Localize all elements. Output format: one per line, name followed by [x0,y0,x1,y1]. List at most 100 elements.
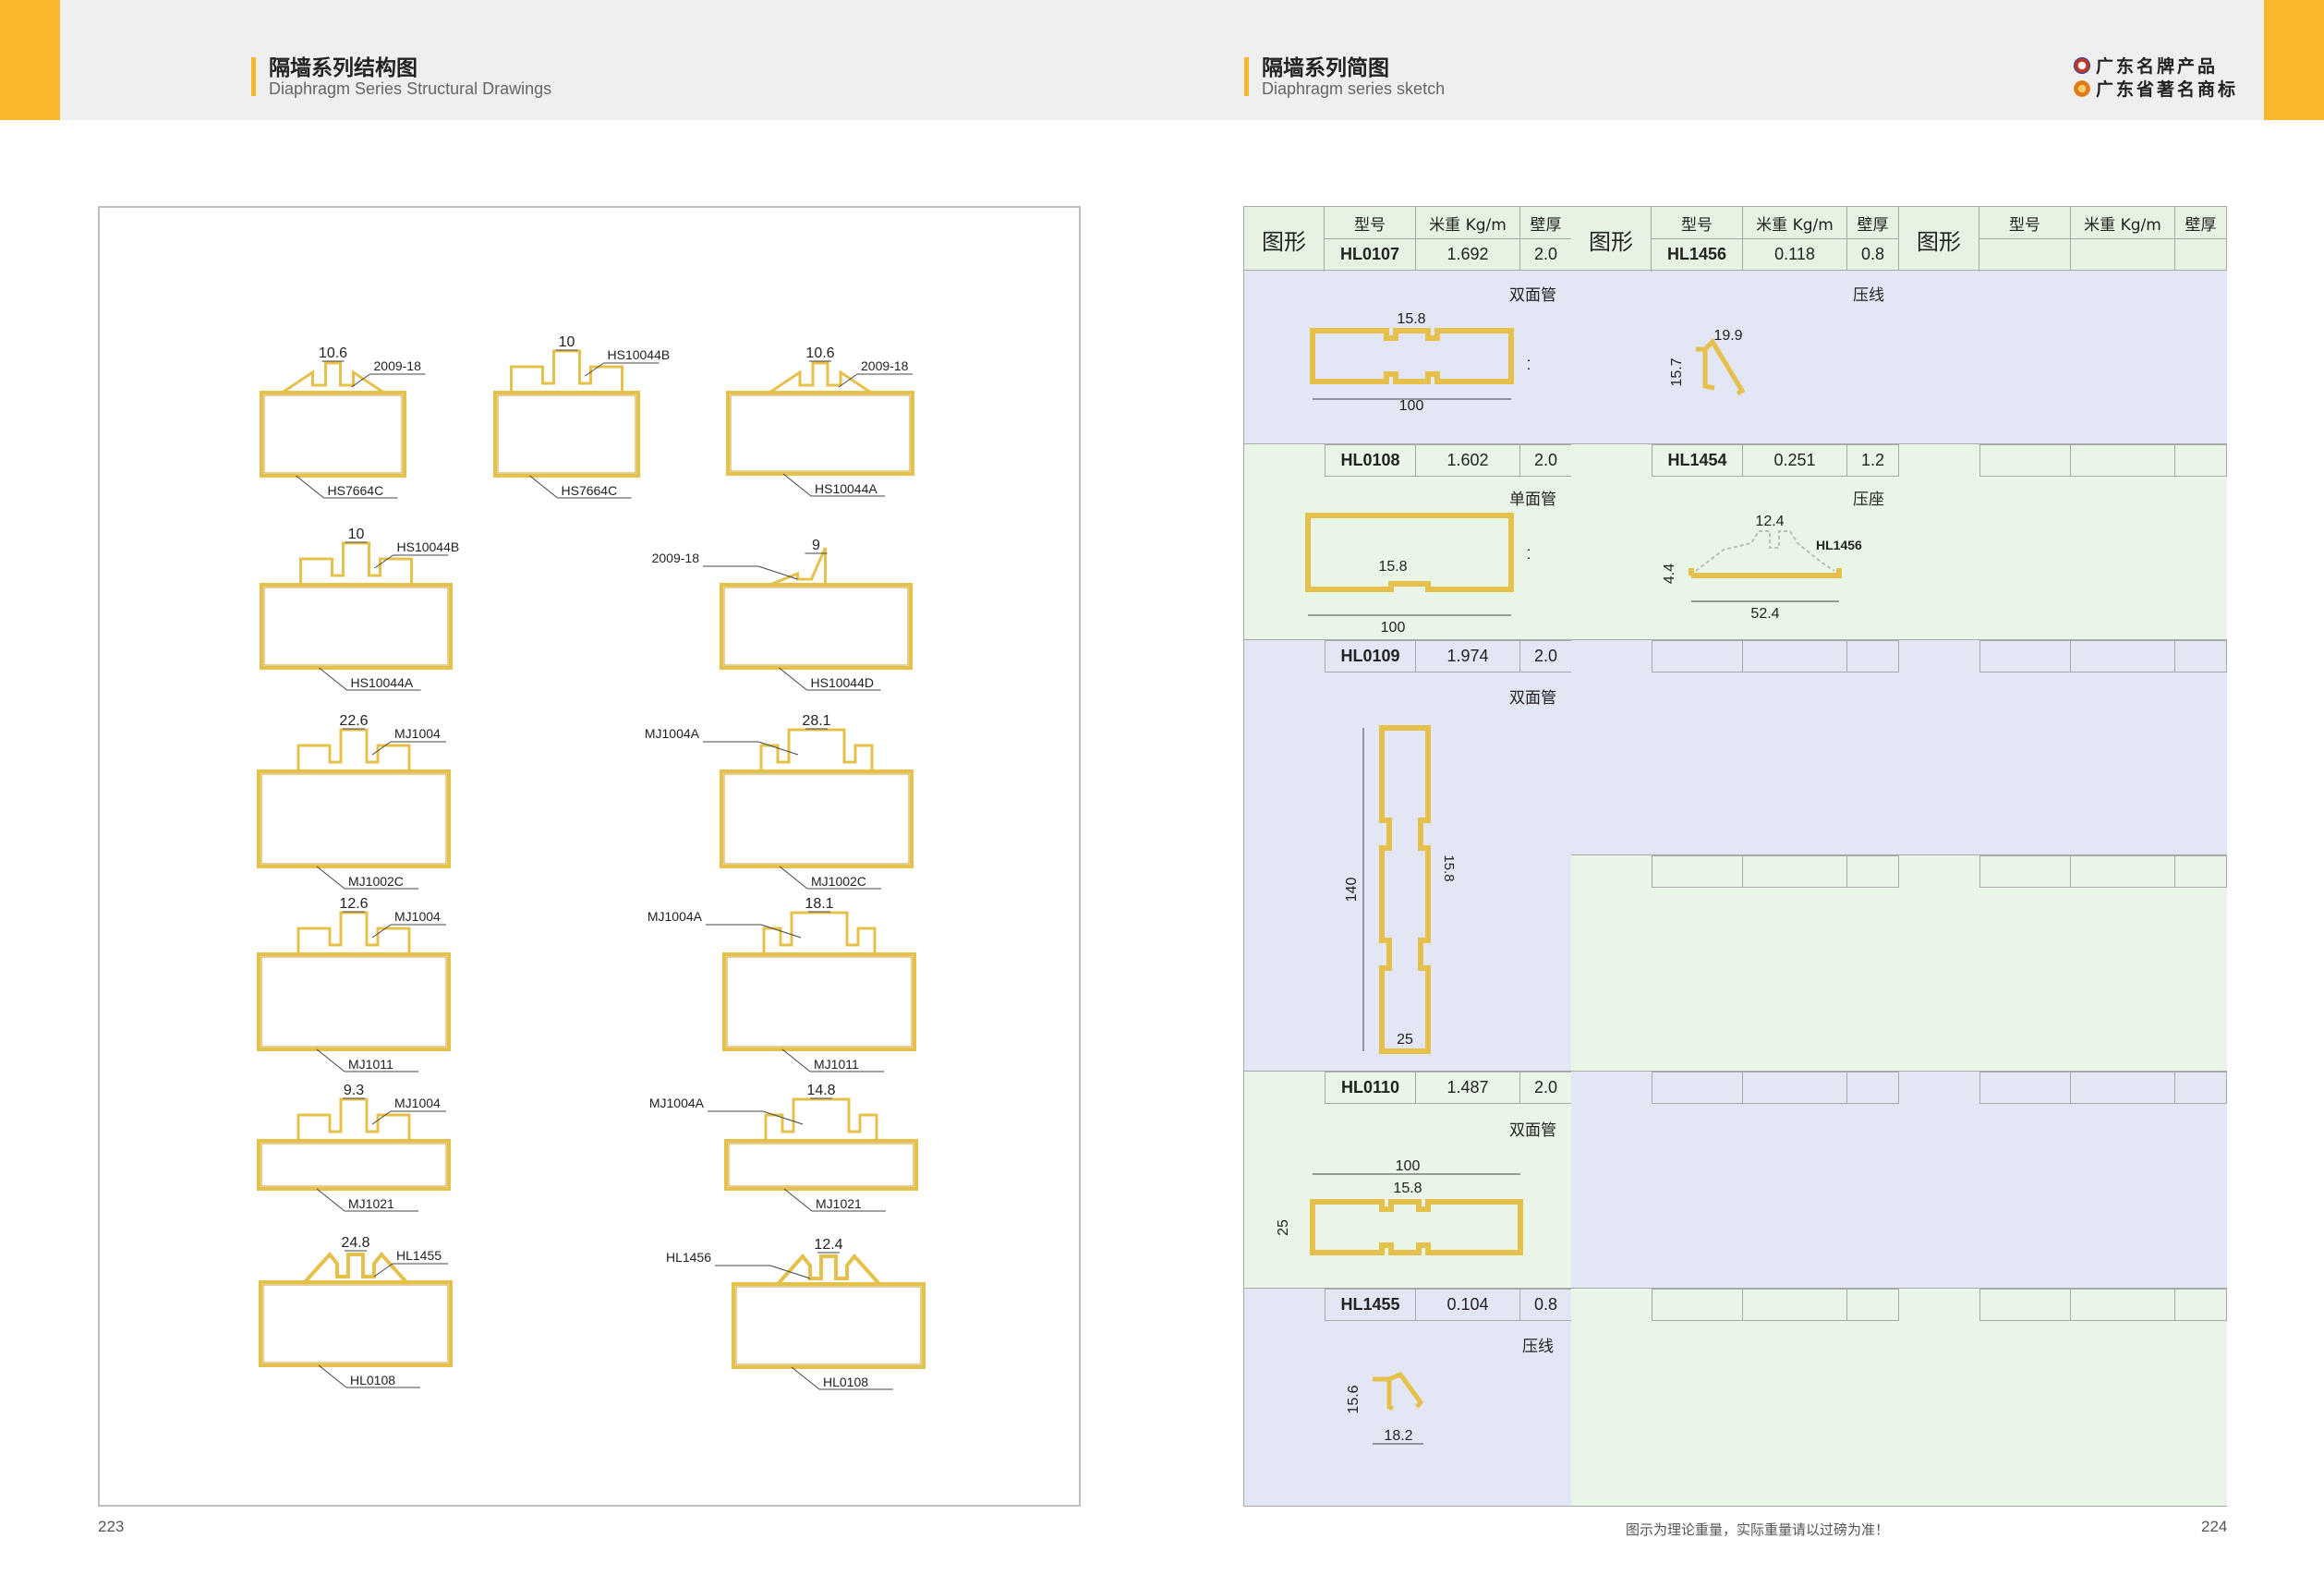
cell-thickness: 0.8 [1847,238,1899,271]
cell-model: HL0107 [1325,238,1416,271]
drawing-dimension: 24.8 [341,1235,369,1251]
header-band [0,0,2324,120]
table-row-band [1244,1289,1572,1507]
table-value-row [1571,855,1899,888]
svg-text:12.4: 12.4 [1755,514,1784,529]
drawing-top-label: MJ1004A [649,1096,705,1110]
hl1455-desc: 压线 [1522,1338,1554,1356]
drawing-top-label: MJ1004 [394,726,441,741]
table-row-band [1571,1072,1899,1289]
drawing-dimension: 9 [812,538,820,553]
drawing-top-label: HL1455 [396,1248,442,1263]
table-row-band [1571,444,1899,640]
cell-thickness [2175,1072,2227,1104]
cell-model [1979,1072,2071,1104]
cell-model [1979,640,2071,672]
right-page-title: 隔墙系列简图 Diaphragm series sketch [1244,56,1446,98]
svg-text:100: 100 [1381,620,1406,636]
cell-model [1652,855,1743,888]
cell-weight [2071,1072,2175,1104]
drawing-bottom-label: HS7664C [328,483,384,498]
cell-model [1652,640,1743,672]
table-value-row [1899,855,2227,888]
brand-seal-icon [2074,56,2090,74]
svg-text:19.9: 19.9 [1713,328,1742,344]
header-weight: 米重 Kg/m [1743,207,1847,239]
drawing-top-label: HS10044B [608,347,671,362]
cell-thickness: 2.0 [1520,1072,1572,1104]
svg-text:100: 100 [1396,1158,1421,1174]
drawing-dimension: 10 [348,527,365,542]
table-row-band [1244,444,1572,640]
drawing-bottom-label: HS10044D [811,675,875,690]
cell-weight: 1.692 [1416,238,1520,271]
drawing-top-label: MJ1004A [648,909,703,924]
left-page-number: 223 [98,1518,125,1535]
svg-text:44: 44 [1524,544,1530,561]
drawing-bottom-label: HL0108 [823,1375,868,1389]
svg-text:HL1456: HL1456 [1816,538,1862,552]
drawing-top-label: MJ1004A [645,726,700,741]
cell-model: HL1454 [1652,444,1743,477]
drawing-dimension: 28.1 [802,713,830,729]
table-row-band [1571,271,1899,444]
cell-model: HL1456 [1652,238,1743,271]
svg-text:44: 44 [1524,355,1530,371]
structural-drawings-canvas: 10.62009-18HS7664C10HS10044BHS7664C10.62… [257,334,926,1390]
cell-model [1979,855,2071,888]
hl0109-desc: 双面管 [1509,689,1556,708]
weight-footnote: 图示为理论重量，实际重量请以过磅为准！ [1626,1521,1890,1538]
brand-marks: 广东名牌产品 广东省著名商标 [2074,54,2238,100]
hl1454-desc: 压座 [1853,491,1884,509]
svg-text:15.7: 15.7 [1669,357,1685,386]
cell-model [1652,1289,1743,1321]
right-title-cn: 隔墙系列简图 [1262,56,1389,80]
table-value-row [1899,640,2227,672]
table-row-band [1244,271,1572,444]
cell-thickness [2175,640,2227,672]
table-value-row [1571,1072,1899,1104]
cell-weight [1743,1072,1847,1104]
cell-weight [2071,1289,2175,1321]
header-shape: 图形 [1244,207,1325,272]
header-thickness: 壁厚 [1847,207,1899,239]
right-title-en: Diaphragm series sketch [1262,79,1446,98]
cell-weight [2071,855,2175,888]
drawing-bottom-label: MJ1011 [814,1057,859,1072]
drawing-top-label: 2009-18 [652,551,700,565]
hl1456-desc: 压线 [1853,286,1884,305]
drawing-top-label: MJ1004 [394,1096,441,1110]
table-row-band [1571,1289,1899,1507]
table-row-band [1571,640,1899,855]
brand-line-1: 广东名牌产品 [2074,54,2238,77]
cell-model [1979,444,2071,477]
drawing-bottom-label: HL0108 [350,1373,395,1387]
cell-model: HL0108 [1325,444,1416,477]
cell-model [1979,1289,2071,1321]
drawing-dimension: 10.6 [805,345,834,361]
table-row-band [1899,855,2227,1072]
cell-model [1652,1072,1743,1104]
right-page-tab [2264,0,2324,120]
table-row-band [1899,444,2227,640]
cell-thickness [1847,640,1899,672]
cell-weight [2071,444,2175,477]
cell-thickness [2175,855,2227,888]
left-title-en: Diaphragm Series Structural Drawings [269,79,552,98]
cell-thickness: 1.2 [1847,444,1899,477]
cell-weight [1743,640,1847,672]
table-row-band [1244,640,1572,1072]
